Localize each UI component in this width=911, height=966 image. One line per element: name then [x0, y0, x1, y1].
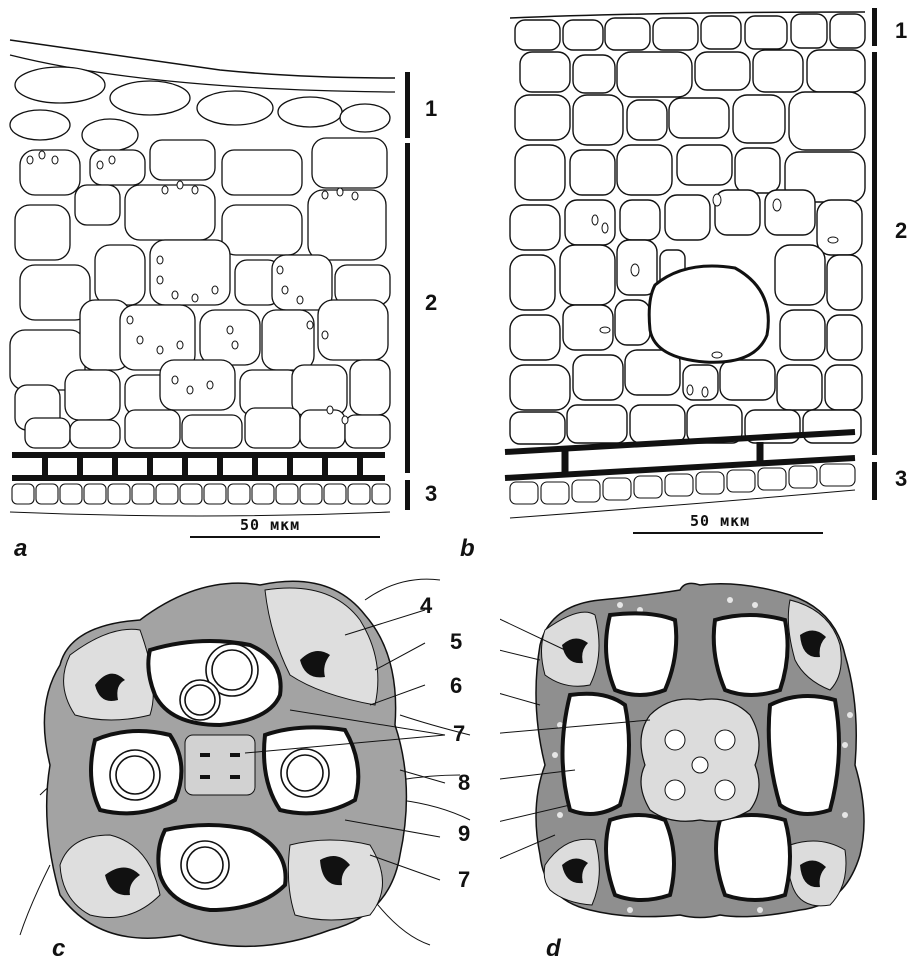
layer-label-2: 2: [425, 290, 437, 316]
panel-a: 1 2 3 50 мкм a: [0, 0, 455, 560]
panel-letter: d: [546, 935, 561, 963]
panel-d-drawing: [500, 565, 911, 966]
callout-5: 5: [450, 629, 462, 655]
callout-7-top: 7: [453, 721, 465, 747]
panel-a-drawing: [0, 0, 455, 560]
layer-label-1: 1: [425, 96, 437, 122]
layer-label-1: 1: [895, 18, 907, 44]
panel-letter: c: [52, 935, 65, 963]
callout-4: 4: [420, 593, 432, 619]
callout-8: 8: [458, 770, 470, 796]
panel-letter: a: [14, 535, 27, 563]
callout-7-bottom: 7: [458, 867, 470, 893]
panel-b-drawing: [455, 0, 911, 560]
scale-bar-label: 50 мкм: [690, 512, 750, 530]
scale-bar-label: 50 мкм: [240, 516, 300, 534]
layer-label-3: 3: [425, 481, 437, 507]
callout-9: 9: [458, 821, 470, 847]
layer-label-2: 2: [895, 218, 907, 244]
callout-6: 6: [450, 673, 462, 699]
panel-b: 1 2 3 50 мкм b: [455, 0, 911, 560]
panel-d: d: [500, 565, 911, 966]
panel-c-drawing: [0, 565, 500, 966]
layer-label-3: 3: [895, 466, 907, 492]
panel-letter: b: [460, 535, 475, 563]
panel-c: 4 5 6 7 8 9 7 c: [0, 565, 500, 966]
